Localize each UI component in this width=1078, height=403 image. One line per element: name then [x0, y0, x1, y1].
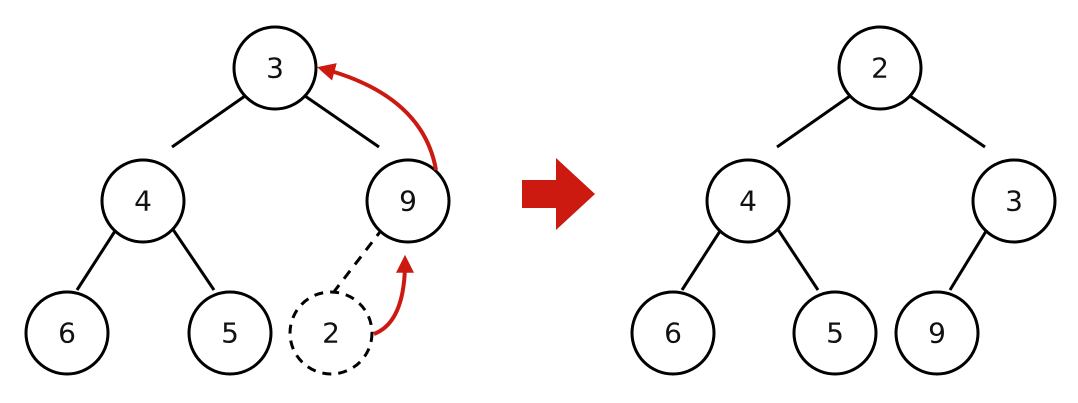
tree-node: 9 — [365, 158, 451, 244]
node-label: 9 — [928, 317, 946, 350]
node-label: 4 — [134, 185, 152, 218]
edge-left-leftleft — [680, 227, 724, 291]
tree-node: 5 — [187, 290, 273, 376]
after-tree: 2 4 3 6 5 9 — [630, 25, 1057, 376]
tree-node: 9 — [894, 290, 980, 376]
swap-arrow-up-to-parent — [373, 254, 414, 336]
node-label: 5 — [221, 317, 239, 350]
tree-node-new-dashed: 2 — [288, 290, 374, 376]
swap-arrow-up-to-root — [317, 63, 438, 171]
edge-root-left — [776, 94, 851, 149]
tree-node: 2 — [837, 25, 923, 111]
node-label: 6 — [664, 317, 682, 350]
tree-node: 6 — [630, 290, 716, 376]
tree-node: 3 — [971, 158, 1057, 244]
node-label: 3 — [266, 52, 284, 85]
node-label: 2 — [871, 52, 889, 85]
node-label: 5 — [826, 317, 844, 350]
edge-root-right — [304, 94, 380, 149]
node-label: 4 — [739, 185, 757, 218]
edge-root-right — [909, 94, 986, 149]
tree-node: 4 — [705, 158, 791, 244]
tree-node: 3 — [232, 25, 318, 111]
edge-left-leftright — [170, 227, 216, 291]
edge-right-rightleft-dashed — [331, 227, 385, 294]
node-label: 9 — [399, 185, 417, 218]
edge-right-rightleft — [948, 227, 990, 291]
tree-node: 6 — [24, 290, 110, 376]
edge-left-leftright — [775, 227, 820, 291]
before-tree: 3 4 9 6 5 2 — [24, 25, 451, 376]
tree-node: 4 — [100, 158, 186, 244]
node-label: 6 — [58, 317, 76, 350]
node-label: 3 — [1005, 185, 1023, 218]
edge-left-leftleft — [75, 227, 119, 291]
node-label: 2 — [322, 317, 340, 350]
edge-root-left — [171, 94, 246, 149]
right-arrow-icon — [522, 158, 595, 230]
tree-node: 5 — [792, 290, 878, 376]
